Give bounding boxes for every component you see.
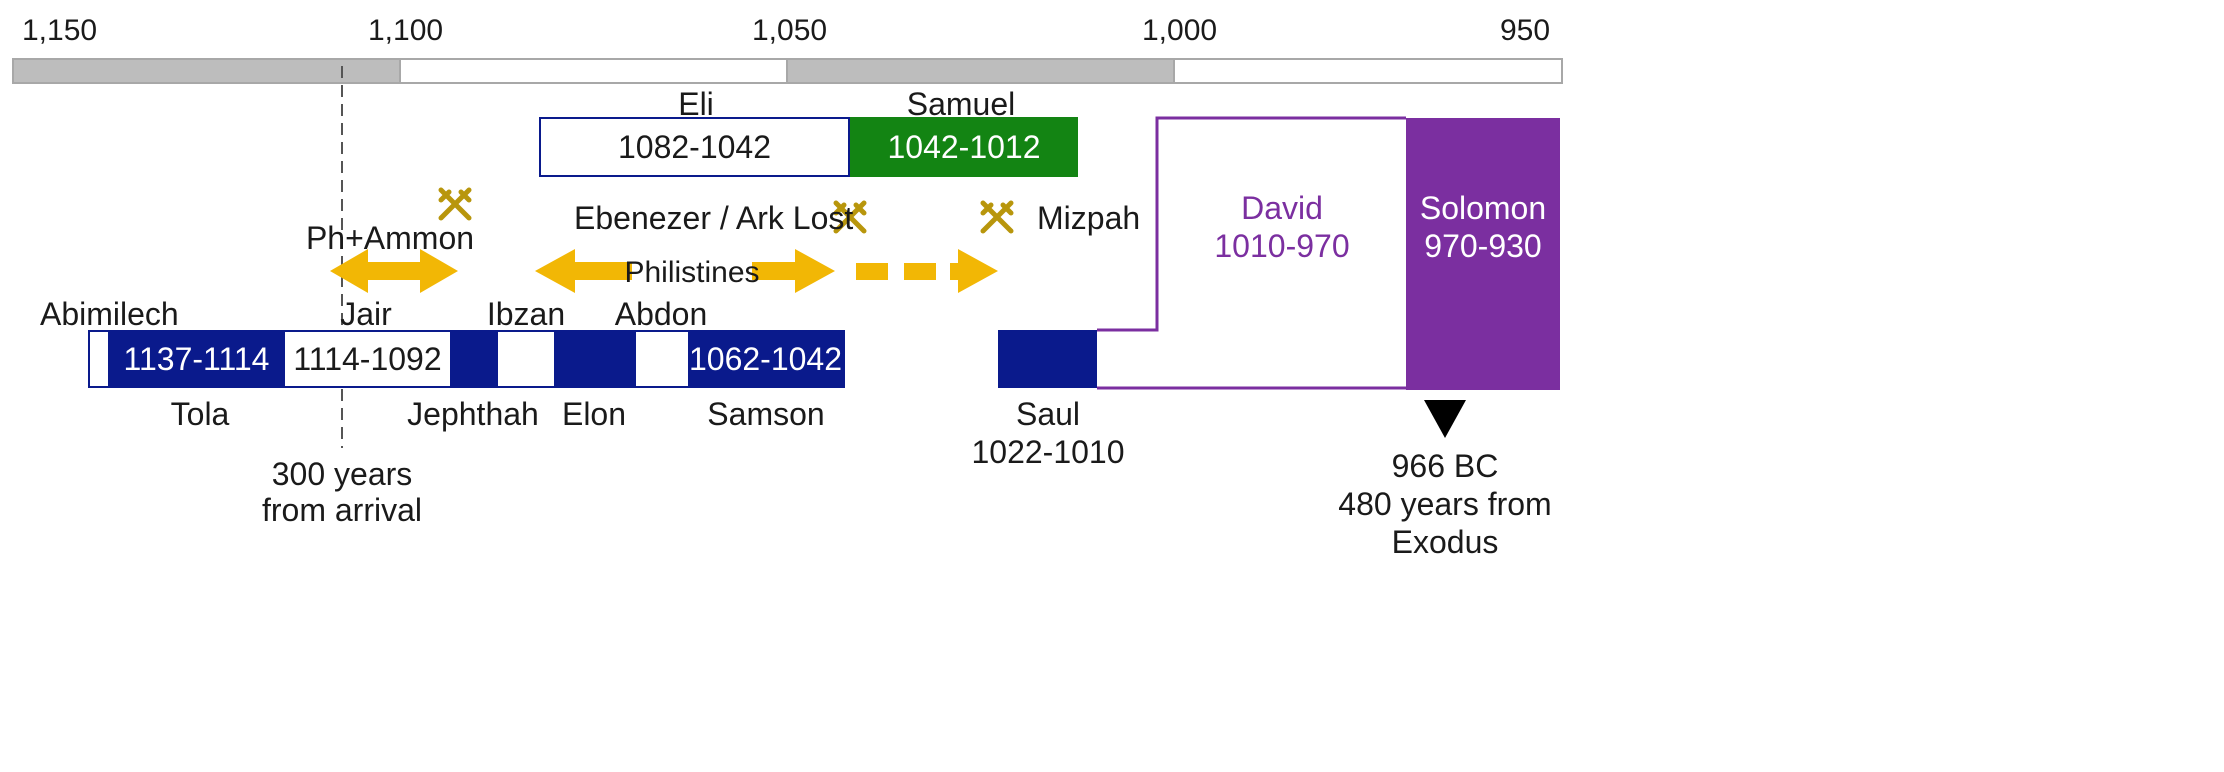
jair-segment: 1114-1092 [285, 332, 450, 386]
eli-years: 1082-1042 [617, 128, 772, 165]
abdon-label: Abdon [614, 296, 708, 332]
axis-segment [1173, 58, 1563, 84]
elon-label: Elon [561, 396, 627, 432]
samson-segment: 1062-1042 [688, 332, 843, 386]
axis-segment [12, 58, 401, 84]
jair-label: Jair [340, 296, 392, 332]
saul-reign-box [998, 330, 1097, 388]
saul-label: Saul [1015, 396, 1081, 432]
jephthah-label: Jephthah [407, 396, 539, 432]
jephthah-segment [450, 332, 498, 386]
axis-tick-label: 1,100 [368, 14, 444, 47]
tola-label: Tola [170, 396, 230, 432]
temple-marker-text: 480 years from [1338, 486, 1552, 522]
eli-label: Eli [678, 86, 714, 122]
tola-segment: 1137-1114 [108, 332, 285, 386]
axis-segment [786, 58, 1175, 84]
ebenezer-label: Ebenezer / Ark Lost [574, 200, 854, 236]
jair-years: 1114-1092 [293, 340, 442, 377]
ph-ammon-double-arrow [330, 249, 458, 293]
judges-bar: 1137-1114 1114-1092 1062-1042 [88, 330, 845, 388]
abimilech-segment [90, 332, 108, 386]
axis-tick-label: 1,000 [1142, 14, 1218, 47]
ibzan-label: Ibzan [486, 296, 566, 332]
ph-ammon-label: Ph+Ammon [305, 220, 475, 256]
samuel-label: Samuel [906, 86, 1016, 122]
david-reign-outline [1097, 116, 1406, 332]
philistines-double-arrow [535, 249, 835, 293]
three-hundred-years-text: 300 years [271, 456, 413, 492]
elon-segment [554, 332, 636, 386]
eli-period-box: 1082-1042 [539, 117, 850, 177]
battle-icon [980, 200, 1014, 234]
samuel-years: 1042-1012 [887, 128, 1041, 165]
axis-tick-label: 950 [1500, 14, 1551, 47]
samson-label: Samson [707, 396, 825, 432]
battle-icon [438, 187, 472, 221]
ibzan-segment [498, 332, 554, 386]
abdon-segment [636, 332, 688, 386]
temple-marker-text: 966 BC [1391, 448, 1499, 484]
david-label: David [1241, 190, 1323, 226]
temple-marker-text: Exodus [1391, 524, 1499, 560]
solomon-reign-box [1406, 118, 1560, 390]
solomon-label: Solomon [1419, 190, 1547, 226]
david-years: 1010-970 [1214, 228, 1350, 264]
tola-years: 1137-1114 [123, 340, 270, 377]
axis-tick-label: 1,150 [22, 14, 98, 47]
abimilech-label: Abimilech [40, 296, 179, 332]
axis-tick-label: 1,050 [752, 14, 828, 47]
samson-years: 1062-1042 [688, 340, 843, 377]
samuel-period-box: 1042-1012 [850, 117, 1078, 177]
solomon-years: 970-930 [1424, 228, 1542, 264]
battle-icon [833, 200, 867, 234]
three-hundred-years-text: from arrival [261, 492, 423, 528]
philistines-label: Philistines [624, 256, 760, 289]
philistines-continuation-arrow [856, 249, 998, 293]
mizpah-label: Mizpah [1037, 200, 1141, 236]
temple-marker-triangle [1424, 400, 1466, 438]
saul-years: 1022-1010 [971, 434, 1125, 470]
